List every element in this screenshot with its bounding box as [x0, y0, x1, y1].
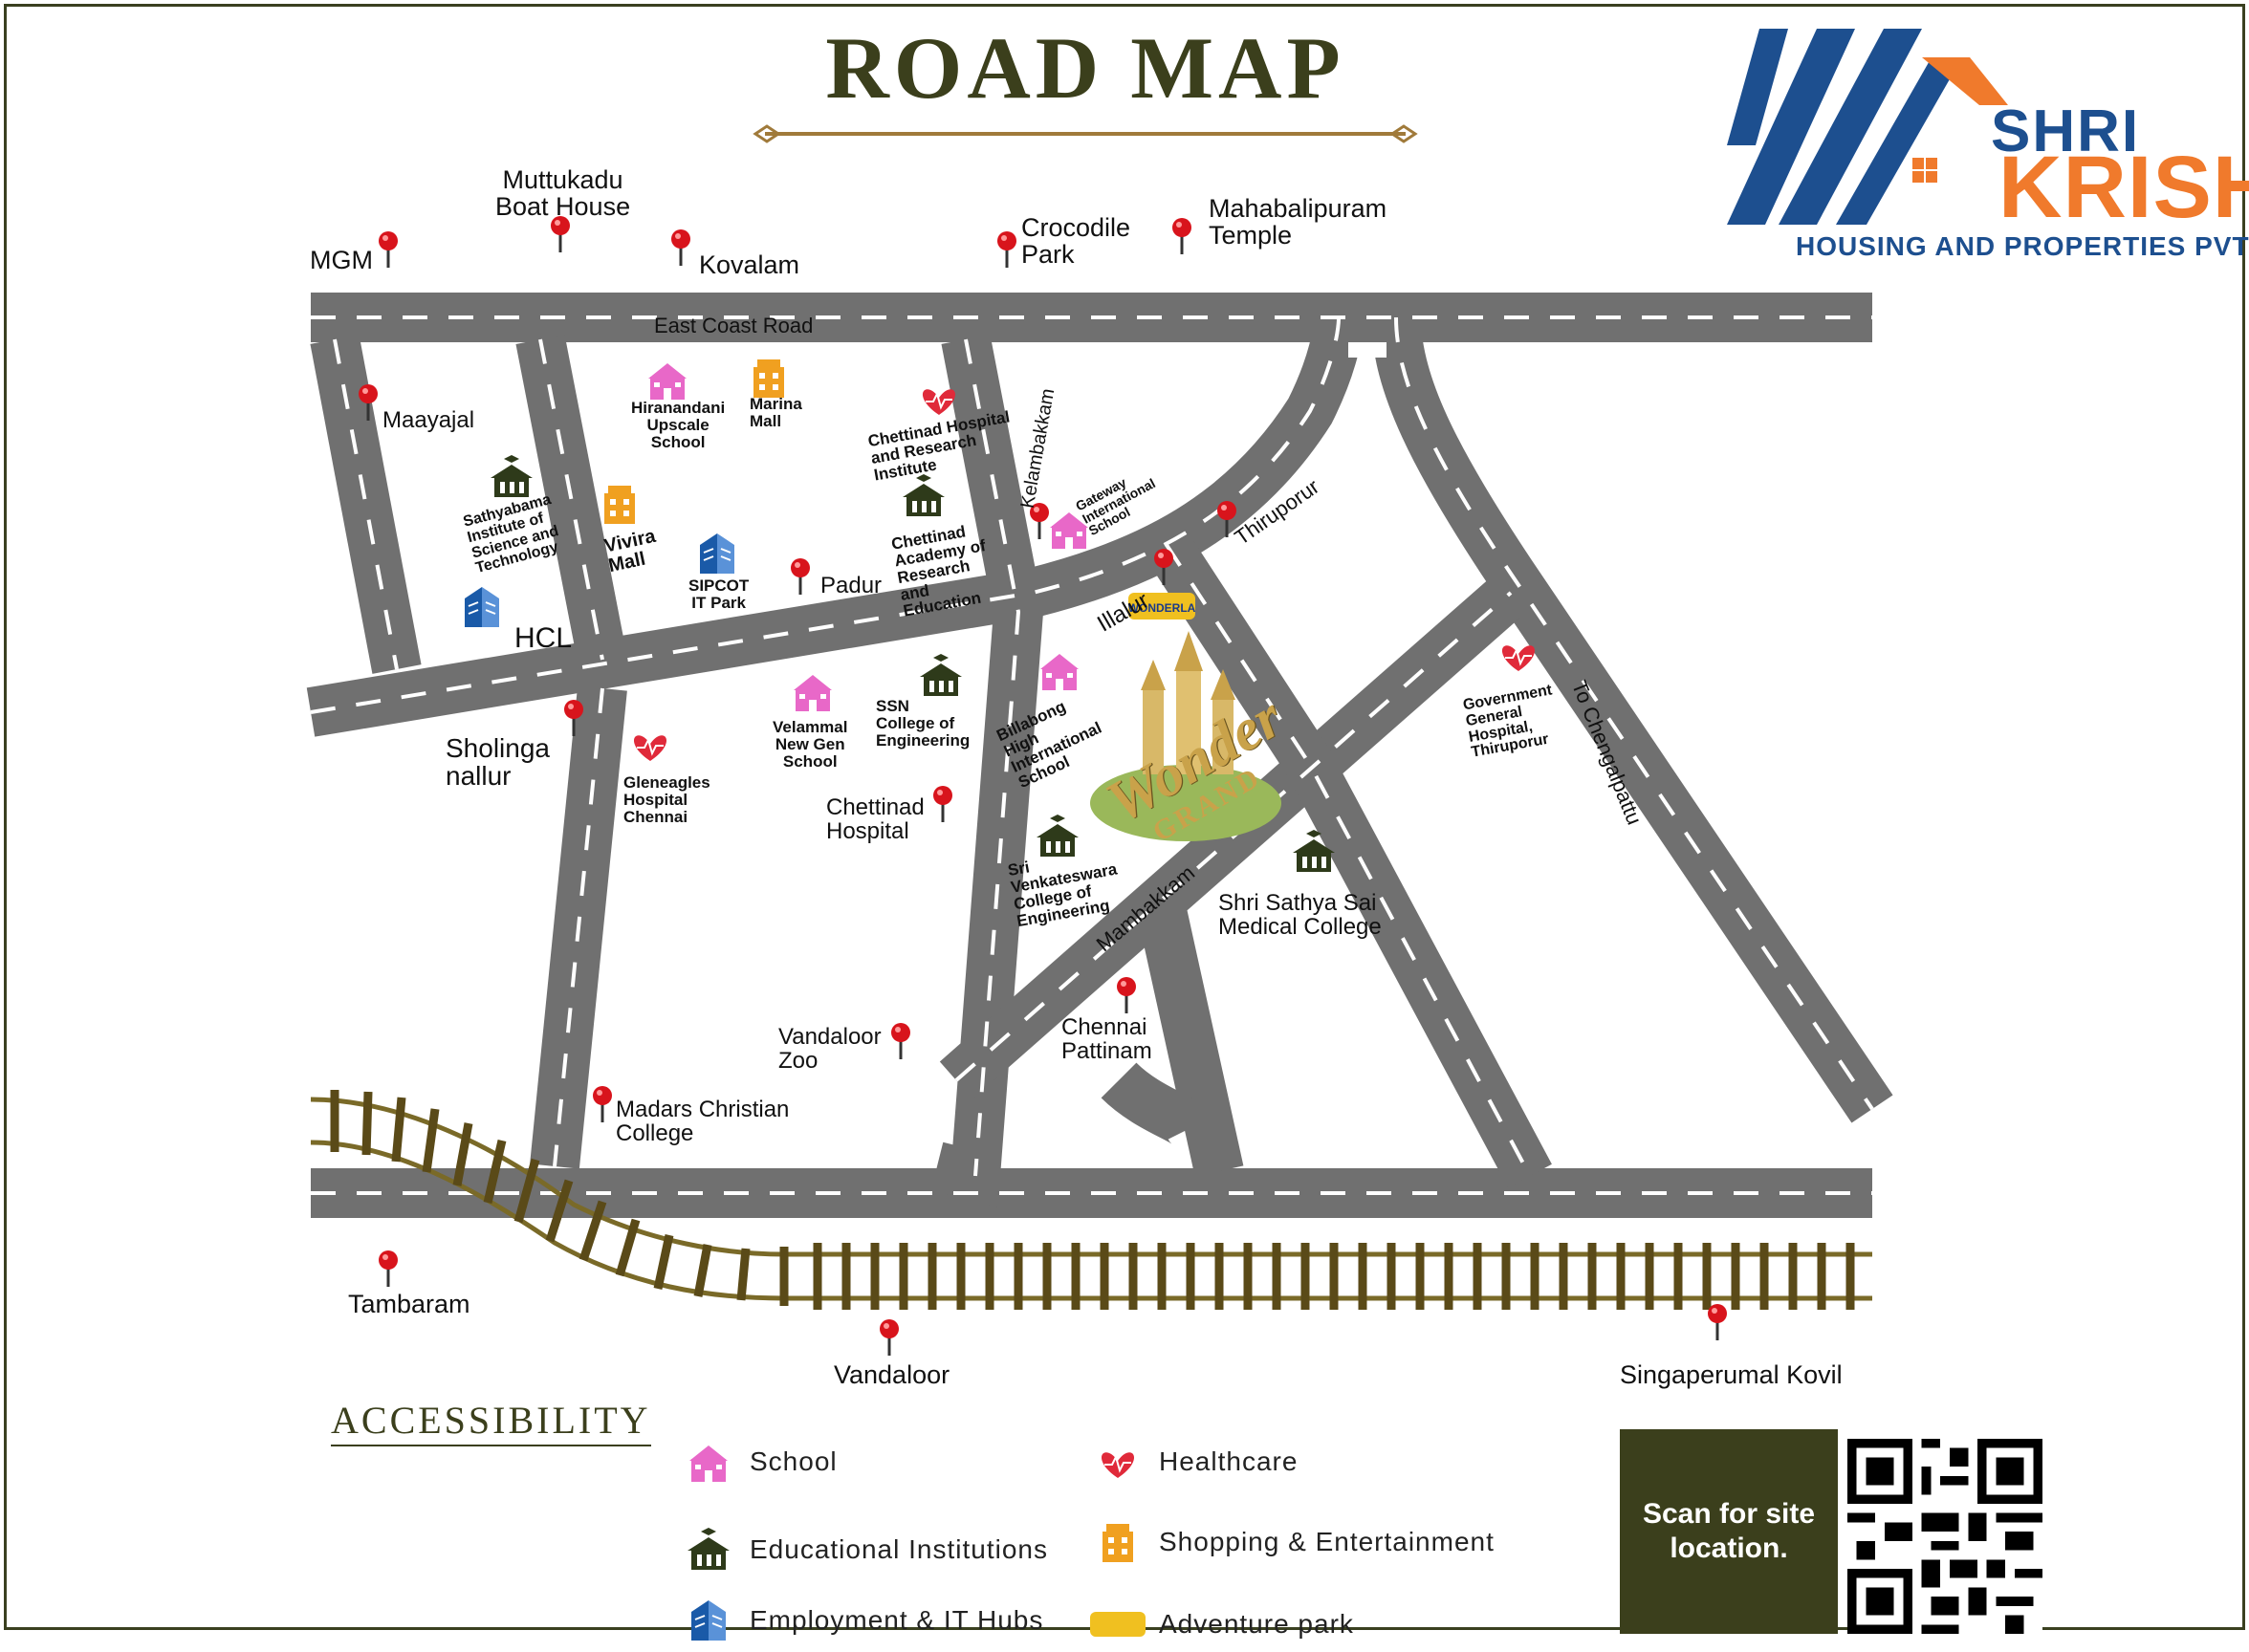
pin-chettinad-hospital — [931, 784, 954, 824]
label-padur: Padur — [820, 573, 883, 598]
legend-it-hubs: Employment & IT Hubs — [681, 1593, 1043, 1648]
mall-icon — [753, 359, 784, 398]
road-chennai-pattinam — [1132, 883, 1244, 1177]
it-hub-icon — [464, 586, 500, 628]
legend-label: Adventure park — [1159, 1609, 1354, 1639]
project-castle-icon — [1090, 631, 1281, 841]
label-madras-christian: Madars Christian College — [616, 1097, 790, 1147]
legend-adventure: Adventure park — [1090, 1597, 1354, 1652]
label-vandaloor-zoo: Vandaloor Zoo — [778, 1024, 882, 1075]
legend-school: School — [681, 1434, 838, 1489]
label-velammal: Velammal New Gen School — [773, 718, 848, 771]
logo-mark-icon — [1727, 29, 2008, 225]
label-marina: Marina Mall — [750, 395, 802, 430]
education-icon — [920, 654, 962, 696]
roads — [306, 293, 1893, 1218]
pin-mahabalipuram — [1170, 216, 1193, 256]
adventure-park-icon — [1090, 1597, 1146, 1652]
legend-label: Healthcare — [1159, 1446, 1299, 1476]
mall-icon — [1090, 1514, 1146, 1570]
legend-label: Educational Institutions — [750, 1534, 1048, 1564]
label-vandaloor: Vandaloor — [834, 1360, 950, 1389]
healthcare-icon — [632, 734, 668, 762]
label-gleneagles: Gleneagles Hospital Chennai — [623, 773, 710, 826]
logo-tagline: HOUSING AND PROPERTIES PVT LTD — [1796, 231, 2249, 261]
label-hcl: HCL — [514, 622, 573, 654]
label-kovalam: Kovalam — [699, 250, 800, 279]
page-title: ROAD MAP — [825, 19, 1345, 117]
label-sipcot: SIPCOT IT Park — [688, 576, 750, 612]
label-hiranandani: Hiranandani Upscale School — [631, 399, 726, 451]
railway — [310, 1090, 1872, 1310]
pin-singaperumal — [1706, 1302, 1729, 1342]
pin-padur — [789, 556, 812, 597]
adventure-park-icon — [1128, 593, 1195, 620]
pin-mgm — [377, 229, 400, 270]
label-sholinga: Sholinga nallur — [446, 733, 550, 792]
road-pattinam-spur — [1101, 1061, 1213, 1146]
scan-prompt: Scan for site location. — [1620, 1429, 1838, 1634]
label-tambaram: Tambaram — [348, 1290, 470, 1318]
school-icon — [794, 675, 832, 711]
pin-kovalam — [669, 228, 692, 268]
legend-healthcare: Healthcare — [1090, 1434, 1298, 1489]
label-muttukadu: Muttukadu Boat House — [495, 165, 631, 222]
qr-code-icon[interactable] — [1845, 1439, 2044, 1634]
pin-muttukadu — [549, 214, 572, 254]
school-icon — [681, 1434, 736, 1489]
label-chettinad-hospital: Chettinad Hospital — [826, 794, 925, 845]
label-mahabalipuram: Mahabalipuram Temple — [1209, 194, 1387, 250]
logo-text-shri: SHRI — [1991, 98, 2141, 164]
healthcare-icon — [921, 388, 957, 416]
label-mgm: MGM — [310, 246, 373, 274]
poi-icons: WONDERLA — [464, 359, 1537, 872]
road-label-ecr: East Coast Road — [654, 314, 814, 337]
pin-vandaloor — [878, 1317, 901, 1358]
school-icon — [1040, 654, 1079, 690]
brand-logo: SHRI KRISH HOUSING AND PROPERTIES PVT LT… — [1721, 19, 2249, 261]
label-maayajal: Maayajal — [382, 407, 475, 433]
label-sathya-sai: Shri Sathya Sai Medical College — [1218, 890, 1382, 941]
legend-label: School — [750, 1446, 838, 1476]
label-ssn: SSN College of Engineering — [876, 697, 971, 750]
it-hub-icon — [681, 1593, 736, 1648]
label-singaperumal: Singaperumal Kovil — [1620, 1360, 1843, 1389]
wonderla-badge: WONDERLA — [1128, 601, 1196, 615]
pin-chennai-pattinam — [1115, 975, 1138, 1015]
label-chettinad-academy: Chettinad Academy of Research and Educat… — [889, 522, 988, 621]
education-icon — [491, 455, 533, 497]
legend-shopping: Shopping & Entertainment — [1090, 1514, 1495, 1570]
healthcare-icon — [1500, 644, 1537, 672]
logo-text-krish: KRISH — [1998, 139, 2249, 236]
mall-icon — [604, 486, 635, 524]
label-chennai-pattinam: Chennai Pattinam — [1061, 1014, 1152, 1065]
pin-crocodile — [995, 229, 1018, 270]
label-crocodile: Crocodile Park — [1021, 213, 1131, 270]
healthcare-icon — [1090, 1434, 1146, 1489]
legend-label: Shopping & Entertainment — [1159, 1527, 1495, 1556]
title-ornament — [753, 124, 1418, 143]
school-icon — [648, 363, 687, 400]
legend-label: Employment & IT Hubs — [750, 1605, 1044, 1635]
pin-tambaram — [377, 1249, 400, 1289]
education-icon — [681, 1522, 736, 1577]
education-icon — [903, 474, 945, 516]
accessibility-title: ACCESSIBILITY — [331, 1398, 651, 1446]
it-hub-icon — [699, 533, 735, 575]
legend-education: Educational Institutions — [681, 1522, 1048, 1577]
pin-madras-christian — [591, 1084, 614, 1124]
pin-vandaloor-zoo — [889, 1021, 912, 1061]
